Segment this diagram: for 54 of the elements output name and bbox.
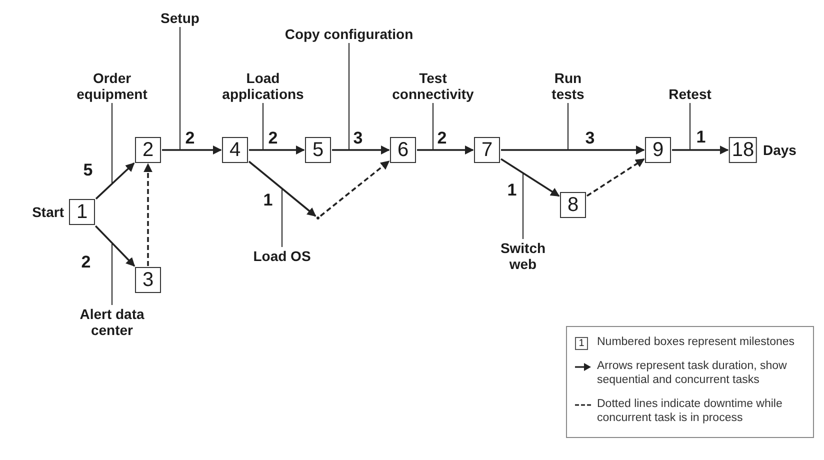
milestone-box-sample: 1 <box>575 337 588 350</box>
junction-point <box>316 216 320 220</box>
leader-line <box>522 172 524 240</box>
beside-label: Start <box>32 204 64 220</box>
duration-label: 1 <box>262 192 274 208</box>
arrow <box>500 158 560 197</box>
duration-label: 1 <box>506 182 518 198</box>
milestone-box: 7 <box>474 137 500 163</box>
duration-label: 3 <box>584 130 596 146</box>
arrow <box>94 225 136 267</box>
task-label: Copy configuration <box>284 26 414 42</box>
task-label: Order equipment <box>67 70 157 102</box>
arrow <box>249 146 305 154</box>
task-label: Load OS <box>253 248 311 264</box>
milestone-box: 6 <box>390 137 416 163</box>
arrow <box>672 146 729 154</box>
duration-label: 5 <box>82 162 94 178</box>
duration-label: 2 <box>436 130 448 146</box>
milestone-box: 18 <box>728 137 758 163</box>
task-label: Switch web <box>488 240 558 272</box>
milestone-box: 8 <box>560 192 586 218</box>
arrow <box>95 162 135 200</box>
legend-text: Arrows represent task duration, show sequential and concurrent tasks <box>597 359 788 387</box>
milestone-box: 9 <box>645 137 671 163</box>
dashed-arrow <box>586 158 645 197</box>
dashed-arrow <box>144 163 152 266</box>
duration-label: 2 <box>80 254 92 270</box>
task-label: Load applications <box>208 70 318 102</box>
legend-text: Dotted lines indicate downtime while concurrent task is in process <box>597 397 784 425</box>
milestone-box: 4 <box>222 137 248 163</box>
task-label: Setup <box>160 10 200 26</box>
leader-line <box>348 42 350 150</box>
arrow <box>248 160 316 217</box>
task-label: Test connectivity <box>378 70 488 102</box>
beside-label: Days <box>763 142 796 158</box>
milestone-box: 2 <box>135 137 161 163</box>
task-label: Alert data center <box>57 306 167 338</box>
arrow <box>417 146 474 154</box>
leader-line <box>262 102 264 150</box>
duration-label: 2 <box>267 130 279 146</box>
legend-text: Numbered boxes represent milestones <box>597 335 796 349</box>
duration-label: 3 <box>352 130 364 146</box>
milestone-box: 1 <box>69 199 95 225</box>
dashed-arrow <box>320 160 390 217</box>
duration-label: 1 <box>695 128 707 146</box>
task-label: Retest <box>668 86 712 102</box>
milestone-box: 3 <box>135 267 161 293</box>
leader-line <box>432 102 434 150</box>
arrow <box>162 146 222 154</box>
arrow <box>332 146 390 154</box>
task-label: Run tests <box>538 70 598 102</box>
milestone-box: 5 <box>305 137 331 163</box>
duration-label: 2 <box>184 130 196 146</box>
arrow <box>501 146 645 154</box>
